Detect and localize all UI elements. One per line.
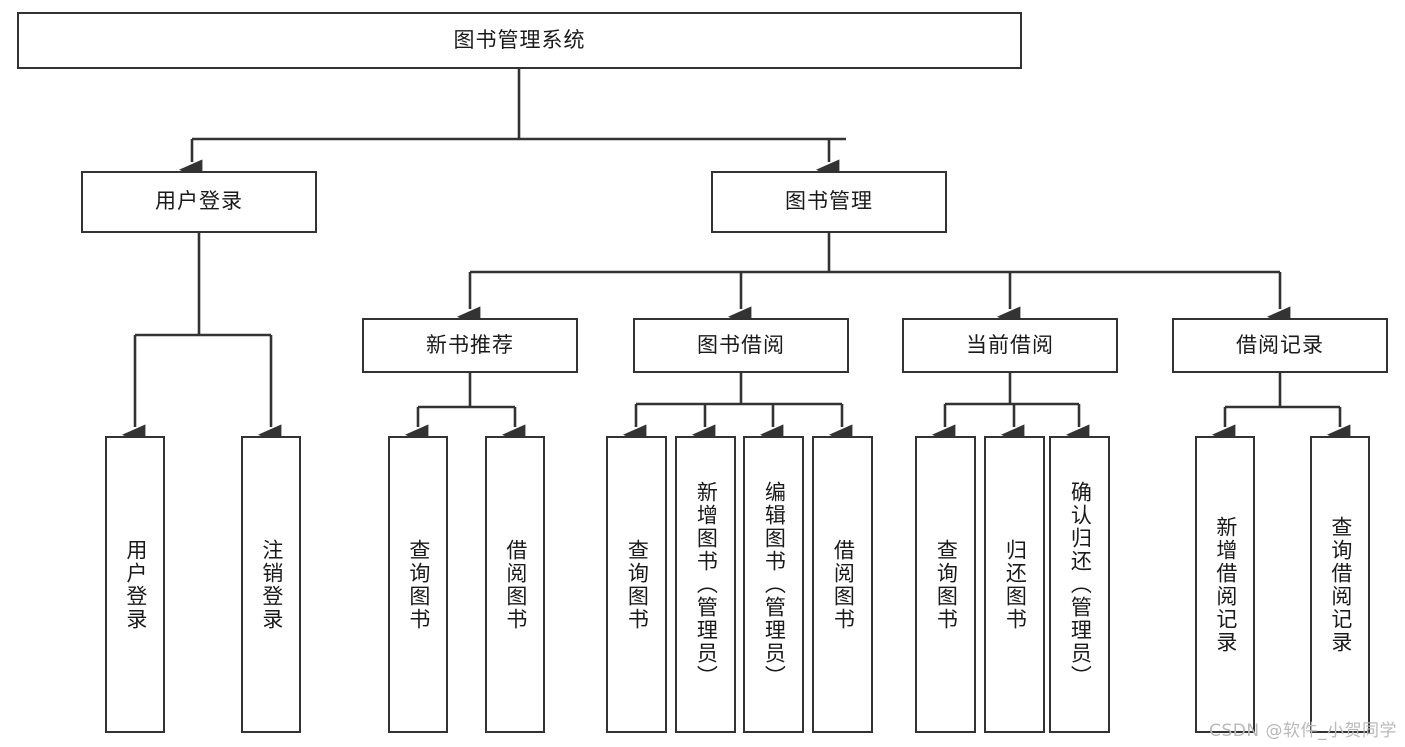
node-new-book-recommendation[interactable]: 新书推荐 bbox=[362, 318, 578, 373]
node-label: 查询图书 bbox=[625, 538, 650, 631]
node-leaf-query-book-rec[interactable]: 查询图书 bbox=[388, 436, 448, 733]
node-label: 归还图书 bbox=[1003, 538, 1028, 631]
node-current-borrow[interactable]: 当前借阅 bbox=[902, 318, 1118, 373]
node-label: 编辑图书（管理员） bbox=[762, 481, 787, 688]
node-label: 借阅图书 bbox=[831, 538, 856, 631]
node-label: 查询借阅记录 bbox=[1328, 515, 1353, 654]
node-label: 查询图书 bbox=[934, 538, 959, 631]
node-leaf-return-book[interactable]: 归还图书 bbox=[984, 436, 1045, 733]
watermark-text: CSDN @软件_小贺同学 bbox=[1209, 721, 1397, 741]
node-root-system[interactable]: 图书管理系统 bbox=[17, 12, 1022, 69]
node-leaf-logout[interactable]: 注销登录 bbox=[241, 436, 301, 733]
node-leaf-borrow-book-bb[interactable]: 借阅图书 bbox=[812, 436, 873, 733]
node-borrow-record[interactable]: 借阅记录 bbox=[1172, 318, 1388, 373]
node-leaf-confirm-return[interactable]: 确认归还（管理员） bbox=[1049, 436, 1110, 733]
node-book-manage[interactable]: 图书管理 bbox=[711, 171, 947, 233]
node-leaf-query-record[interactable]: 查询借阅记录 bbox=[1310, 436, 1370, 733]
node-leaf-edit-book[interactable]: 编辑图书（管理员） bbox=[743, 436, 804, 733]
node-label: 确认归还（管理员） bbox=[1068, 481, 1093, 688]
node-leaf-query-book-cb[interactable]: 查询图书 bbox=[915, 436, 976, 733]
node-label: 查询图书 bbox=[406, 538, 431, 631]
node-leaf-add-record[interactable]: 新增借阅记录 bbox=[1195, 436, 1255, 733]
node-user-login[interactable]: 用户登录 bbox=[81, 171, 317, 233]
node-leaf-user-login[interactable]: 用户登录 bbox=[105, 436, 165, 733]
node-leaf-add-book[interactable]: 新增图书（管理员） bbox=[675, 436, 736, 733]
node-label: 用户登录 bbox=[123, 538, 148, 631]
node-leaf-borrow-book-rec[interactable]: 借阅图书 bbox=[485, 436, 545, 733]
node-leaf-query-book-bb[interactable]: 查询图书 bbox=[606, 436, 667, 733]
node-label: 借阅图书 bbox=[503, 538, 528, 631]
node-label: 注销登录 bbox=[259, 538, 284, 631]
node-book-borrow[interactable]: 图书借阅 bbox=[633, 318, 849, 373]
node-label: 新增借阅记录 bbox=[1213, 515, 1238, 654]
node-label: 新增图书（管理员） bbox=[694, 481, 719, 688]
